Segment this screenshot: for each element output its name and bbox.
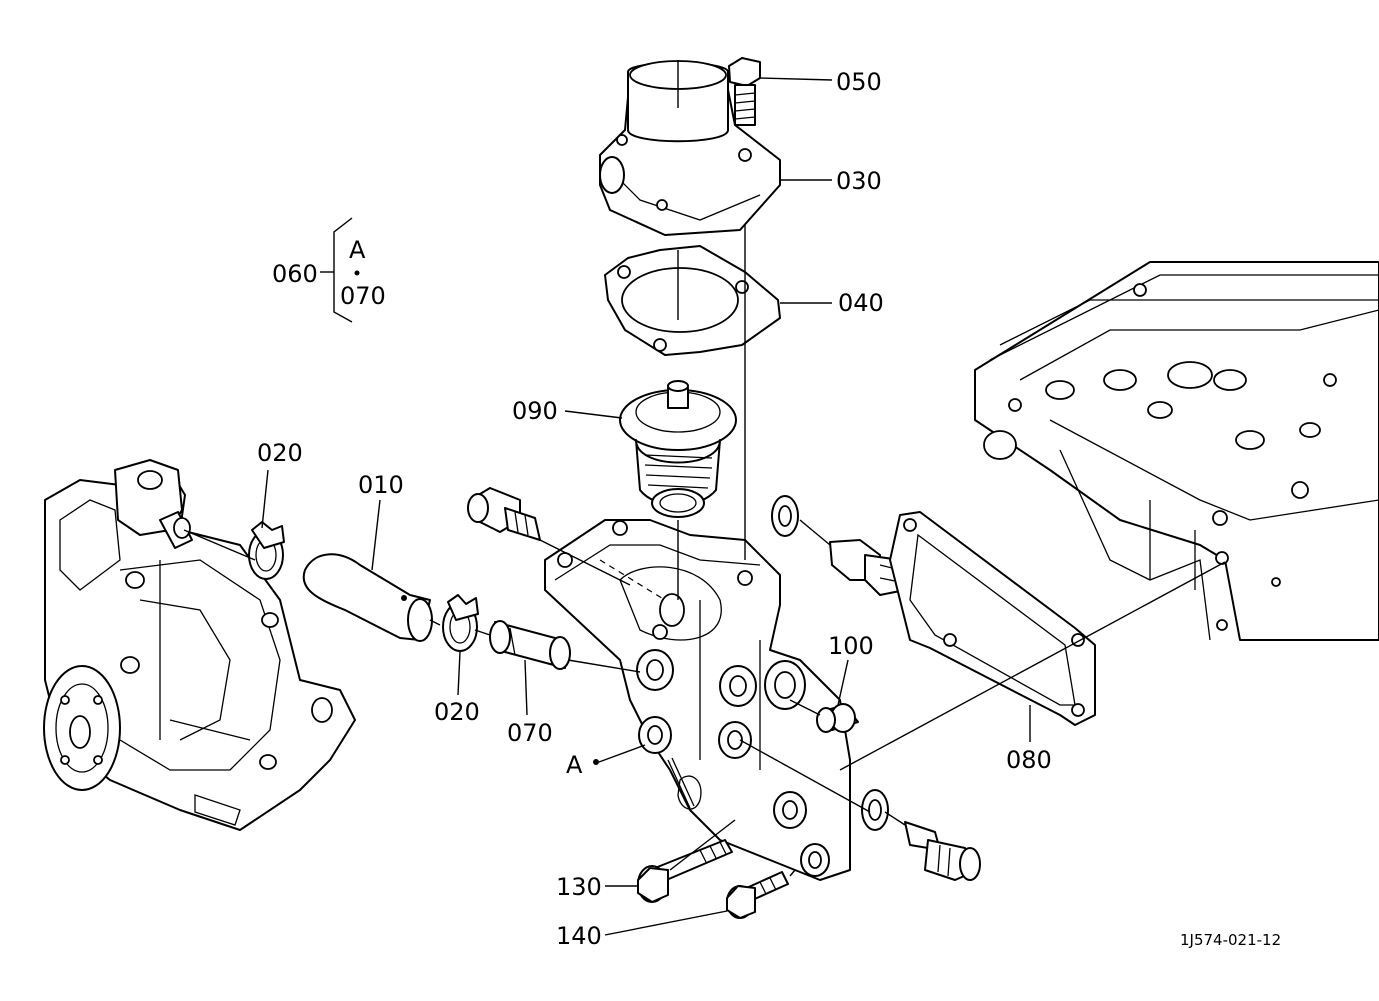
thermostat-090 bbox=[619, 380, 737, 518]
gasket-040 bbox=[604, 245, 781, 356]
kit-060-bracket bbox=[320, 217, 360, 323]
label-ref-a: A bbox=[566, 751, 583, 779]
sender-unit-upper bbox=[771, 495, 906, 596]
label-060: 060 bbox=[272, 260, 318, 288]
leader-lines bbox=[183, 60, 1226, 936]
label-140: 140 bbox=[556, 922, 602, 950]
plug-100 bbox=[816, 703, 859, 733]
part-labels: 050 030 040 060 A 070 090 020 010 100 02… bbox=[257, 68, 1281, 950]
label-130: 130 bbox=[556, 873, 602, 901]
sensor-left bbox=[467, 487, 541, 541]
label-080: 080 bbox=[1006, 746, 1052, 774]
label-030: 030 bbox=[836, 167, 882, 195]
water-pump bbox=[43, 459, 356, 831]
cylinder-head bbox=[974, 261, 1379, 641]
bolt-140 bbox=[726, 871, 789, 919]
label-070: 070 bbox=[507, 719, 553, 747]
hose-clamp-lower bbox=[442, 594, 479, 652]
bolt-130 bbox=[637, 839, 733, 903]
label-090: 090 bbox=[512, 397, 558, 425]
label-100: 100 bbox=[828, 632, 874, 660]
pipe-070 bbox=[489, 620, 571, 670]
drawing-code: 1J574-021-12 bbox=[1180, 931, 1281, 949]
label-010: 010 bbox=[358, 471, 404, 499]
label-020-upper: 020 bbox=[257, 439, 303, 467]
label-040: 040 bbox=[838, 289, 884, 317]
thermostat-housing bbox=[544, 519, 851, 881]
label-050: 050 bbox=[836, 68, 882, 96]
hose-clamp-upper bbox=[248, 521, 285, 580]
label-060-a: A bbox=[349, 236, 366, 264]
gasket-080 bbox=[889, 511, 1096, 726]
bolt-050 bbox=[728, 57, 761, 126]
label-060-070: 070 bbox=[340, 282, 386, 310]
label-020-lower: 020 bbox=[434, 698, 480, 726]
sender-unit-lower bbox=[861, 789, 981, 881]
hose-010 bbox=[302, 553, 433, 642]
